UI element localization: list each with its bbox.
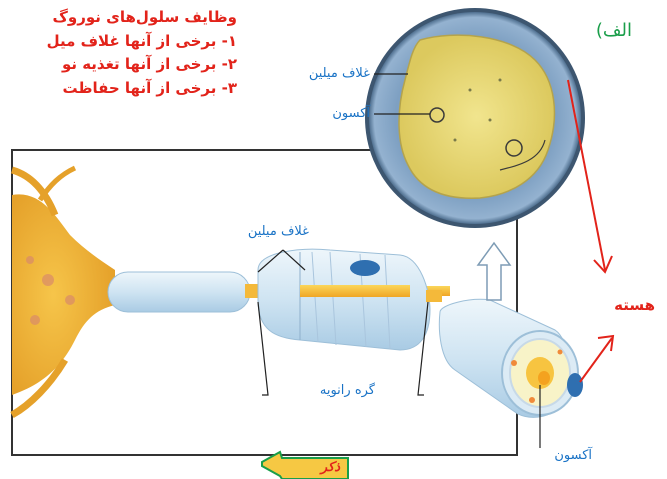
myelin-segment-1 <box>108 272 250 312</box>
part-label: الف) <box>596 20 632 41</box>
myelin-segment-2 <box>258 249 430 350</box>
label-nucleus: هسته <box>614 296 655 314</box>
node-of-ranvier-1 <box>245 284 259 298</box>
text-block-line-3: ۳- برخی از آنها حفاظت <box>62 79 237 97</box>
text-block-line-2: ۲- برخی از آنها تغذیه نو <box>62 55 237 73</box>
label-node-of-ranvier: گره رانویه <box>320 383 375 398</box>
label-axon-circle: آکسون <box>332 106 370 121</box>
cross-section-magnified <box>365 8 585 228</box>
label-myelin-sheath-circle: غلاف میلین <box>309 66 370 81</box>
text-block-title: وظایف سلول‌های نوروگ <box>53 8 237 26</box>
text-block-line-1: ۱- برخی از آنها غلاف میل <box>47 32 237 50</box>
footer-tab-label[interactable]: ذکر <box>321 460 340 475</box>
node-of-ranvier-2 <box>426 290 442 302</box>
label-axon-bottom: آکسون <box>554 448 592 463</box>
label-myelin-sheath-main: غلاف میلین <box>248 224 309 239</box>
